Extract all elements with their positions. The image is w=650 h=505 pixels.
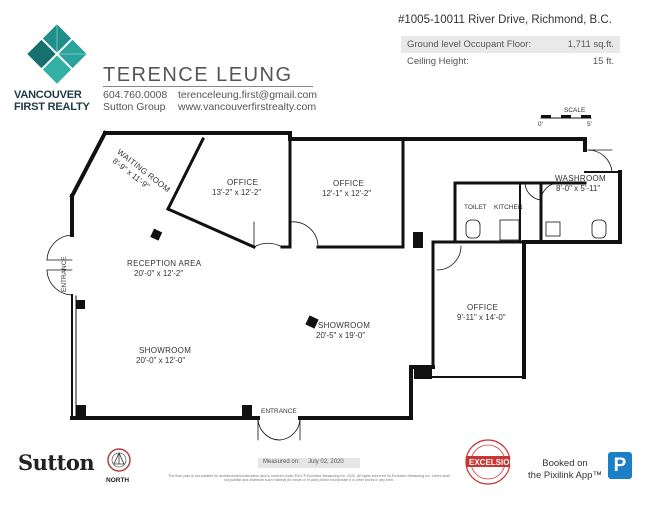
svg-text:EXCELSIOR: EXCELSIOR [469, 458, 515, 467]
vancouver-first-realty-logo-icon [27, 24, 87, 84]
room-name-office-3: OFFICE [467, 303, 498, 312]
listing-row-floor: Ground level Occupant Floor: 1,711 sq.ft… [401, 36, 620, 53]
exterior-wall [69, 130, 108, 199]
column [242, 405, 252, 417]
agent-company: Sutton Group [103, 101, 166, 113]
entrance-label-left: ENTRANCE [61, 256, 68, 292]
column [413, 232, 423, 248]
pixilink-booking-text[interactable]: Booked on the Pixilink App™ [525, 458, 605, 482]
listing-row-ceiling: Ceiling Height: 15 ft. [401, 53, 620, 70]
scale-label: SCALE [564, 107, 586, 114]
door-swing [253, 242, 283, 248]
column [414, 365, 432, 379]
toilet-fixture [591, 219, 607, 239]
agent-email[interactable]: terenceleung.first@gmail.com [178, 89, 318, 101]
interior-wall [166, 207, 256, 249]
door-swing [524, 182, 542, 201]
entrance-door-bottom [257, 417, 281, 441]
kitchen-counter [499, 219, 520, 241]
exterior-wall [103, 131, 292, 141]
column [76, 300, 85, 309]
scale-start: 0' [538, 121, 543, 128]
room-dim-showroom-center: 20'-5" x 19'-0" [316, 331, 365, 340]
north-label: NORTH [106, 477, 130, 484]
interior-wall [165, 136, 206, 212]
entrance-door-left [46, 234, 73, 261]
room-dim-office-1: 13'-2" x 12'-2" [212, 188, 261, 197]
measured-label: Measured on: [263, 459, 300, 465]
door-swing [289, 221, 319, 248]
entrance-door-bottom [279, 417, 301, 441]
sink-fixture [545, 221, 561, 237]
room-name-kitchen: KITCHEN [494, 204, 523, 211]
measured-date: July 02, 2020 [308, 459, 344, 465]
disclaimer-text: The floor plan is not suitable for archi… [168, 474, 450, 483]
room-name-reception: RECEPTION AREA [127, 259, 202, 268]
agent-website[interactable]: www.vancouverfirstrealty.com [178, 101, 317, 113]
room-name-showroom-left: SHOWROOM [139, 346, 191, 355]
door-swing [540, 182, 561, 201]
door-swing [436, 245, 462, 271]
room-name-toilet: TOILET [464, 204, 487, 211]
scale-segment [561, 115, 571, 118]
room-name-showroom-center: SHOWROOM [318, 321, 370, 330]
room-dim-washroom: 8'-0" x 5'-11" [556, 184, 600, 193]
room-name-office-1: OFFICE [227, 178, 258, 187]
room-dim-office-3: 9'-11" x 14'-0" [457, 313, 506, 322]
entrance-door-left [46, 269, 73, 296]
listing-row-label: Ground level Occupant Floor: [407, 39, 532, 50]
booked-line-2: the Pixilink App™ [528, 470, 602, 481]
room-name-office-2: OFFICE [333, 179, 364, 188]
column [76, 405, 86, 417]
room-name-washroom: WASHROOM [555, 174, 606, 183]
column [305, 315, 319, 329]
pixilink-app-icon[interactable]: P [608, 452, 632, 479]
room-dim-office-2: 12'-1" x 12'-2" [322, 189, 371, 198]
excelsior-seal-icon: EXCELSIOR [465, 439, 515, 485]
north-arrow-icon [107, 448, 131, 472]
scale-end: 5' [587, 121, 592, 128]
interior-wall [316, 137, 405, 249]
door-swing [587, 149, 613, 173]
brand-line-2: FIRST REALTY [14, 101, 90, 113]
column [150, 228, 163, 241]
agent-divider [103, 86, 313, 87]
listing-row-value: 15 ft. [592, 56, 614, 67]
agent-phone[interactable]: 604.760.0008 [103, 89, 168, 101]
agent-name: TERENCE LEUNG [103, 64, 293, 86]
measured-date-bar: Measured on: July 02, 2020 [258, 458, 360, 468]
listing-row-label: Ceiling Height: [407, 56, 469, 67]
brand-line-1: VANCOUVER [14, 89, 82, 101]
room-dim-reception: 20'-0" x 12'-2" [134, 269, 183, 278]
sutton-logo: Sutton [18, 450, 95, 475]
exterior-wall [288, 137, 587, 152]
listing-row-value: 1,711 sq.ft. [567, 39, 614, 50]
scale-segment [541, 115, 551, 118]
exterior-wall [522, 181, 622, 379]
entrance-label-bottom: ENTRANCE [261, 408, 297, 415]
room-dim-showroom-left: 20'-0" x 12'-0" [136, 356, 185, 365]
toilet-fixture [465, 219, 481, 239]
booked-line-1: Booked on [542, 458, 588, 469]
scale-segment [581, 115, 591, 118]
listing-address: #1005-10011 River Drive, Richmond, B.C. [398, 14, 612, 26]
